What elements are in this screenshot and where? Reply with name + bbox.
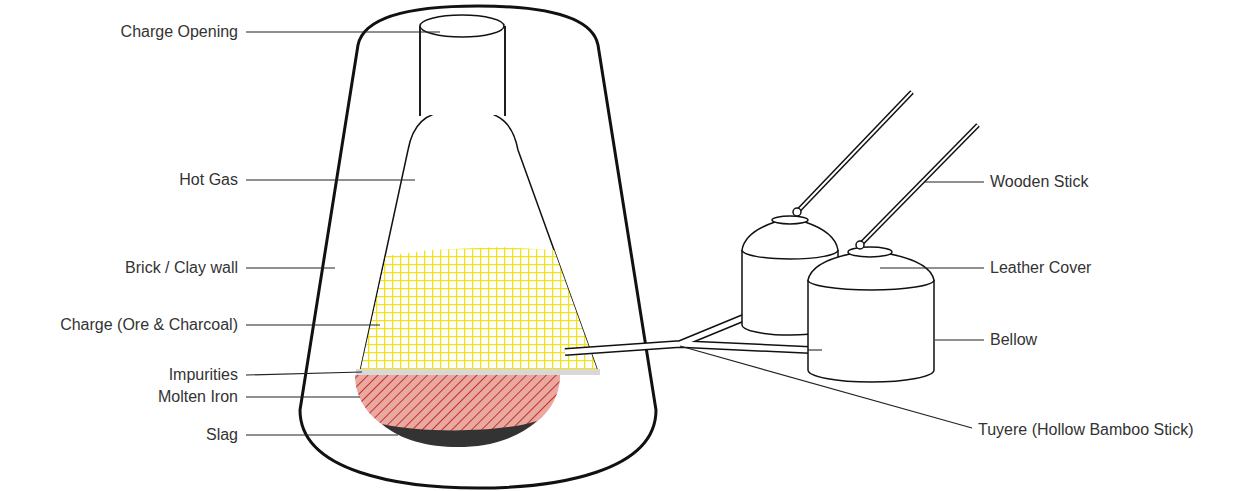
- part-label: Charge Opening: [121, 23, 238, 41]
- part-label: Charge (Ore & Charcoal): [60, 316, 238, 334]
- part-label: Hot Gas: [179, 171, 238, 189]
- part-label: Leather Cover: [990, 259, 1091, 277]
- slag: [382, 421, 537, 447]
- part-label: Bellow: [990, 331, 1037, 349]
- part-label: Molten Iron: [158, 388, 238, 406]
- charge-opening: [420, 26, 505, 116]
- leader-lines: [246, 32, 984, 435]
- part-label: Wooden Stick: [990, 173, 1088, 191]
- charge-fill: [360, 247, 598, 372]
- part-label: Impurities: [169, 366, 238, 384]
- impurities-layer: [356, 369, 600, 375]
- part-label: Slag: [206, 426, 238, 444]
- part-label: Brick / Clay wall: [125, 259, 238, 277]
- part-label: Tuyere (Hollow Bamboo Stick): [978, 421, 1193, 439]
- furnace-chamber: [360, 112, 598, 372]
- furnace-wall: [300, 6, 656, 488]
- bellow: [808, 125, 978, 382]
